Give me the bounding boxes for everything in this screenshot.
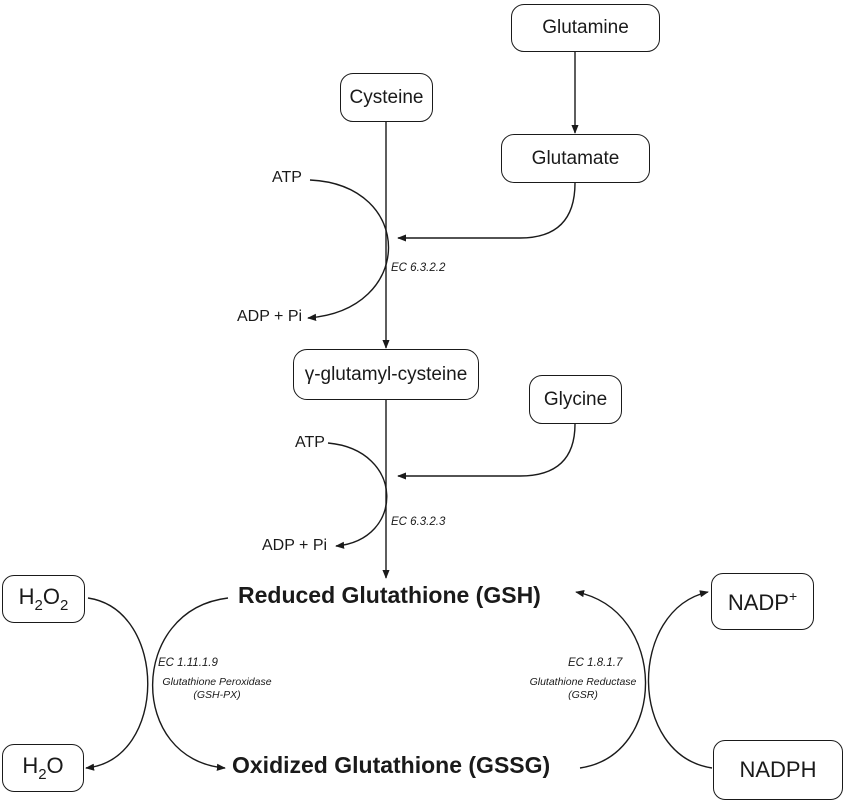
node-h2o2: H2O2 (2, 575, 85, 623)
cofactor-adp-2: ADP + Pi (262, 537, 328, 554)
node-glutamate: Glutamate (501, 134, 650, 183)
enzyme-gsr-abbr: (GSR) (568, 689, 598, 701)
node-gamma-glutamyl-cysteine: γ-glutamyl-cysteine (293, 349, 479, 400)
node-glycine: Glycine (529, 375, 622, 424)
node-gssg: Oxidized Glutathione (GSSG) (232, 752, 551, 778)
enzyme-gsr: Glutathione Reductase (GSR) (524, 676, 642, 702)
node-glutamine-label: Glutamine (542, 17, 629, 38)
node-nadp: NADP+ (711, 573, 814, 630)
arrow-gsh-gssg (152, 597, 229, 771)
arrow-nadph-nadp (647, 590, 713, 769)
node-glycine-label: Glycine (543, 388, 608, 410)
node-h2o2-label: H2O2 (18, 584, 69, 614)
node-gsh: Reduced Glutathione (GSH) (238, 582, 541, 608)
node-nadp-label: NADP+ (727, 587, 798, 615)
node-cysteine: Cysteine (340, 73, 433, 122)
enzyme-gsh-px: Glutathione Peroxidase (GSH-PX) (158, 676, 276, 702)
node-gamma-glutamyl-cysteine-label: γ-glutamyl-cysteine (304, 363, 468, 385)
cofactor-adp-1: ADP + Pi (237, 308, 303, 325)
arrow-atp-adp-2 (327, 442, 388, 549)
enzyme-ec-6-3-2-3: EC 6.3.2.3 (391, 516, 446, 528)
node-glutamine: Glutamine (511, 4, 660, 52)
node-cysteine-label: Cysteine (349, 86, 424, 108)
arrow-glycine-join (397, 423, 576, 480)
enzyme-gsh-px-abbr: (GSH-PX) (193, 689, 241, 701)
arrow-glutamate-join (397, 182, 576, 242)
enzyme-ec-6-3-2-2: EC 6.3.2.2 (391, 262, 446, 274)
enzyme-gsr-name: Glutathione Reductase (529, 676, 637, 688)
node-nadph: NADPH (713, 740, 843, 800)
enzyme-ec-1-11-1-9: EC 1.11.1.9 (158, 657, 218, 669)
arrow-atp-adp-1 (307, 179, 390, 321)
arrow-gssg-gsh (575, 590, 647, 769)
node-h2o-label: H2O (22, 753, 64, 783)
enzyme-gsh-px-name: Glutathione Peroxidase (162, 676, 272, 688)
node-glutamate-label: Glutamate (531, 147, 620, 169)
enzyme-ec-1-8-1-7: EC 1.8.1.7 (568, 657, 623, 669)
cofactor-atp-1: ATP (272, 169, 302, 186)
node-nadph-label: NADPH (739, 757, 817, 782)
arrow-h2o2-h2o (85, 597, 149, 771)
node-h2o: H2O (2, 744, 84, 792)
cofactor-atp-2: ATP (295, 434, 325, 451)
